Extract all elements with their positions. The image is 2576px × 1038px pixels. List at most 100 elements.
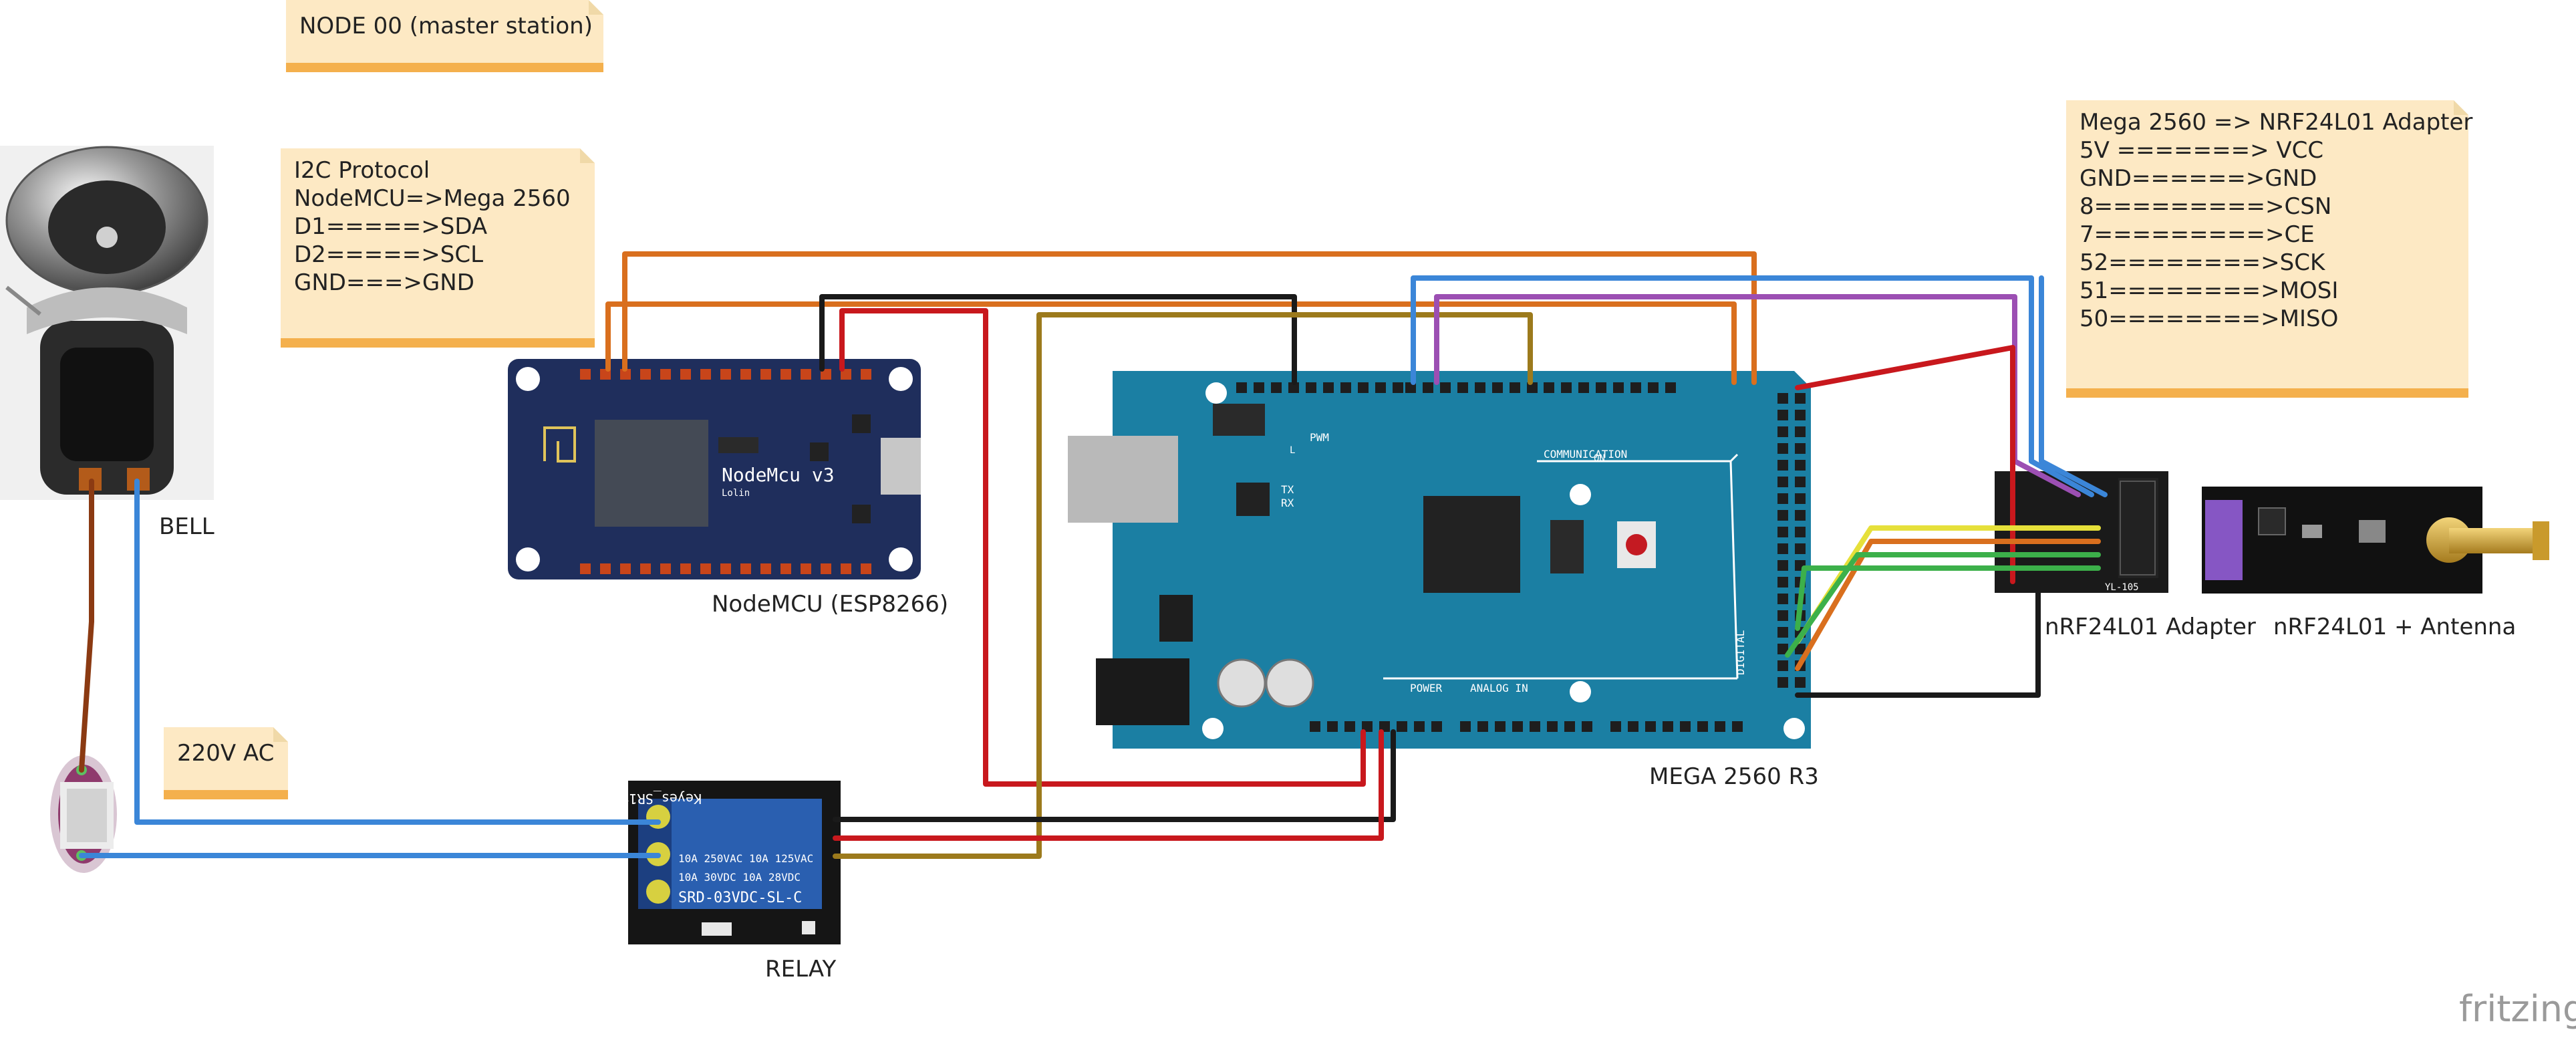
header-pin [1512, 721, 1523, 732]
ac-label: 220V AC [177, 740, 275, 767]
header-pin [801, 369, 811, 380]
mega-label: MEGA 2560 R3 [1649, 763, 1819, 790]
i2c-note: I2C Protocol NodeMCU=>Mega 2560 D1=====>… [281, 148, 595, 348]
header-pin [1795, 477, 1806, 487]
nrf-line: 50========>MISO [2080, 305, 2339, 332]
header-pin [740, 369, 751, 380]
header-pin [1310, 721, 1320, 732]
header-pin [1680, 721, 1691, 732]
header-pin [1630, 382, 1641, 393]
header-pin [1777, 477, 1788, 487]
header-pin [1340, 382, 1351, 393]
header-pin [1561, 382, 1572, 393]
header-pin [1648, 382, 1659, 393]
antenna-label: nRF24L01 + Antenna [2273, 614, 2517, 640]
header-pin [1665, 382, 1676, 393]
header-pin [1344, 721, 1355, 732]
adapter-label: nRF24L01 Adapter [2045, 614, 2256, 640]
header-pin [1393, 382, 1403, 393]
header-pin [620, 369, 631, 380]
relay-module [628, 781, 841, 944]
ac-note: 220V AC [164, 727, 288, 799]
header-pin [1777, 426, 1788, 437]
header-pin [1777, 410, 1788, 420]
header-pin [1544, 382, 1554, 393]
header-pin [1547, 721, 1558, 732]
header-pin [1375, 382, 1386, 393]
header-pin [861, 369, 871, 380]
bell [0, 146, 214, 500]
header-pin [1510, 382, 1520, 393]
i2c-line: D2=====>SCL [294, 241, 484, 268]
board-text: NodeMcu v3 Lolin PWM COMMUNICATION POWER… [621, 431, 2139, 906]
header-pin [801, 563, 811, 574]
header-pin [1795, 426, 1806, 437]
i2c-line: GND===>GND [294, 269, 474, 296]
mega-analog-label: ANALOG IN [1470, 682, 1528, 694]
mega-on-led-label: ON [1594, 453, 1605, 464]
header-pin [1254, 382, 1264, 393]
nrf-note: Mega 2560 => NRF24L01 Adapter 5V =======… [2066, 100, 2473, 398]
header-pin [1777, 644, 1788, 654]
header-pin [680, 563, 691, 574]
header-pin [1795, 443, 1806, 454]
header-pin [1777, 627, 1788, 638]
header-pin [740, 563, 751, 574]
header-pin [1628, 721, 1638, 732]
i2c-line: D1=====>SDA [294, 213, 488, 240]
header-pin [1697, 721, 1708, 732]
header-pin [1777, 677, 1788, 688]
header-pin [1431, 721, 1442, 732]
relay-rating-2: 10A 30VDC 10A 28VDC [678, 871, 801, 884]
header-pin [1460, 721, 1471, 732]
header-pin [1236, 382, 1247, 393]
header-pin [1475, 382, 1485, 393]
header-pin [1564, 721, 1575, 732]
header-pin [620, 563, 631, 574]
nrf-line: Mega 2560 => NRF24L01 Adapter [2080, 109, 2473, 136]
header-pin [1645, 721, 1656, 732]
header-pin [841, 369, 851, 380]
node-note: NODE 00 (master station) [286, 0, 603, 72]
header-pin [1423, 382, 1433, 393]
nodemcu-title: NodeMcu v3 [722, 464, 835, 486]
header-pin [1358, 382, 1369, 393]
header-pin [1306, 382, 1316, 393]
relay-label: RELAY [765, 956, 837, 983]
header-pin [1379, 721, 1390, 732]
header-pin [1414, 721, 1425, 732]
header-pin [640, 369, 651, 380]
header-pin [1777, 610, 1788, 621]
nodemcu-subtitle: Lolin [722, 488, 750, 499]
header-pin [720, 563, 731, 574]
header-pin [1610, 721, 1621, 732]
header-pin [1492, 382, 1503, 393]
wires [79, 251, 2108, 859]
header-pin [1777, 393, 1788, 404]
note-fold [580, 148, 595, 163]
header-pin [1613, 382, 1624, 393]
header-pin [1732, 721, 1743, 732]
header-pin [1397, 721, 1407, 732]
header-pin [1582, 721, 1592, 732]
header-pin [720, 369, 731, 380]
header-pin [1715, 721, 1725, 732]
header-pin [821, 369, 831, 380]
header-pin [1527, 382, 1538, 393]
adapter-model: YL-105 [2105, 582, 2139, 593]
nodemcu-label: NodeMCU (ESP8266) [712, 591, 949, 618]
nodemcu-board [508, 359, 921, 579]
header-pin [600, 563, 611, 574]
header-pin [1777, 660, 1788, 671]
header-pin [580, 563, 591, 574]
header-pin [1457, 382, 1468, 393]
header-pin [660, 369, 671, 380]
header-pin [861, 563, 871, 574]
nrf-antenna-module [2202, 487, 2549, 594]
nrf-line: 52========>SCK [2080, 249, 2325, 276]
header-pin [1777, 527, 1788, 537]
header-pin [1777, 560, 1788, 571]
header-pin [1477, 721, 1488, 732]
